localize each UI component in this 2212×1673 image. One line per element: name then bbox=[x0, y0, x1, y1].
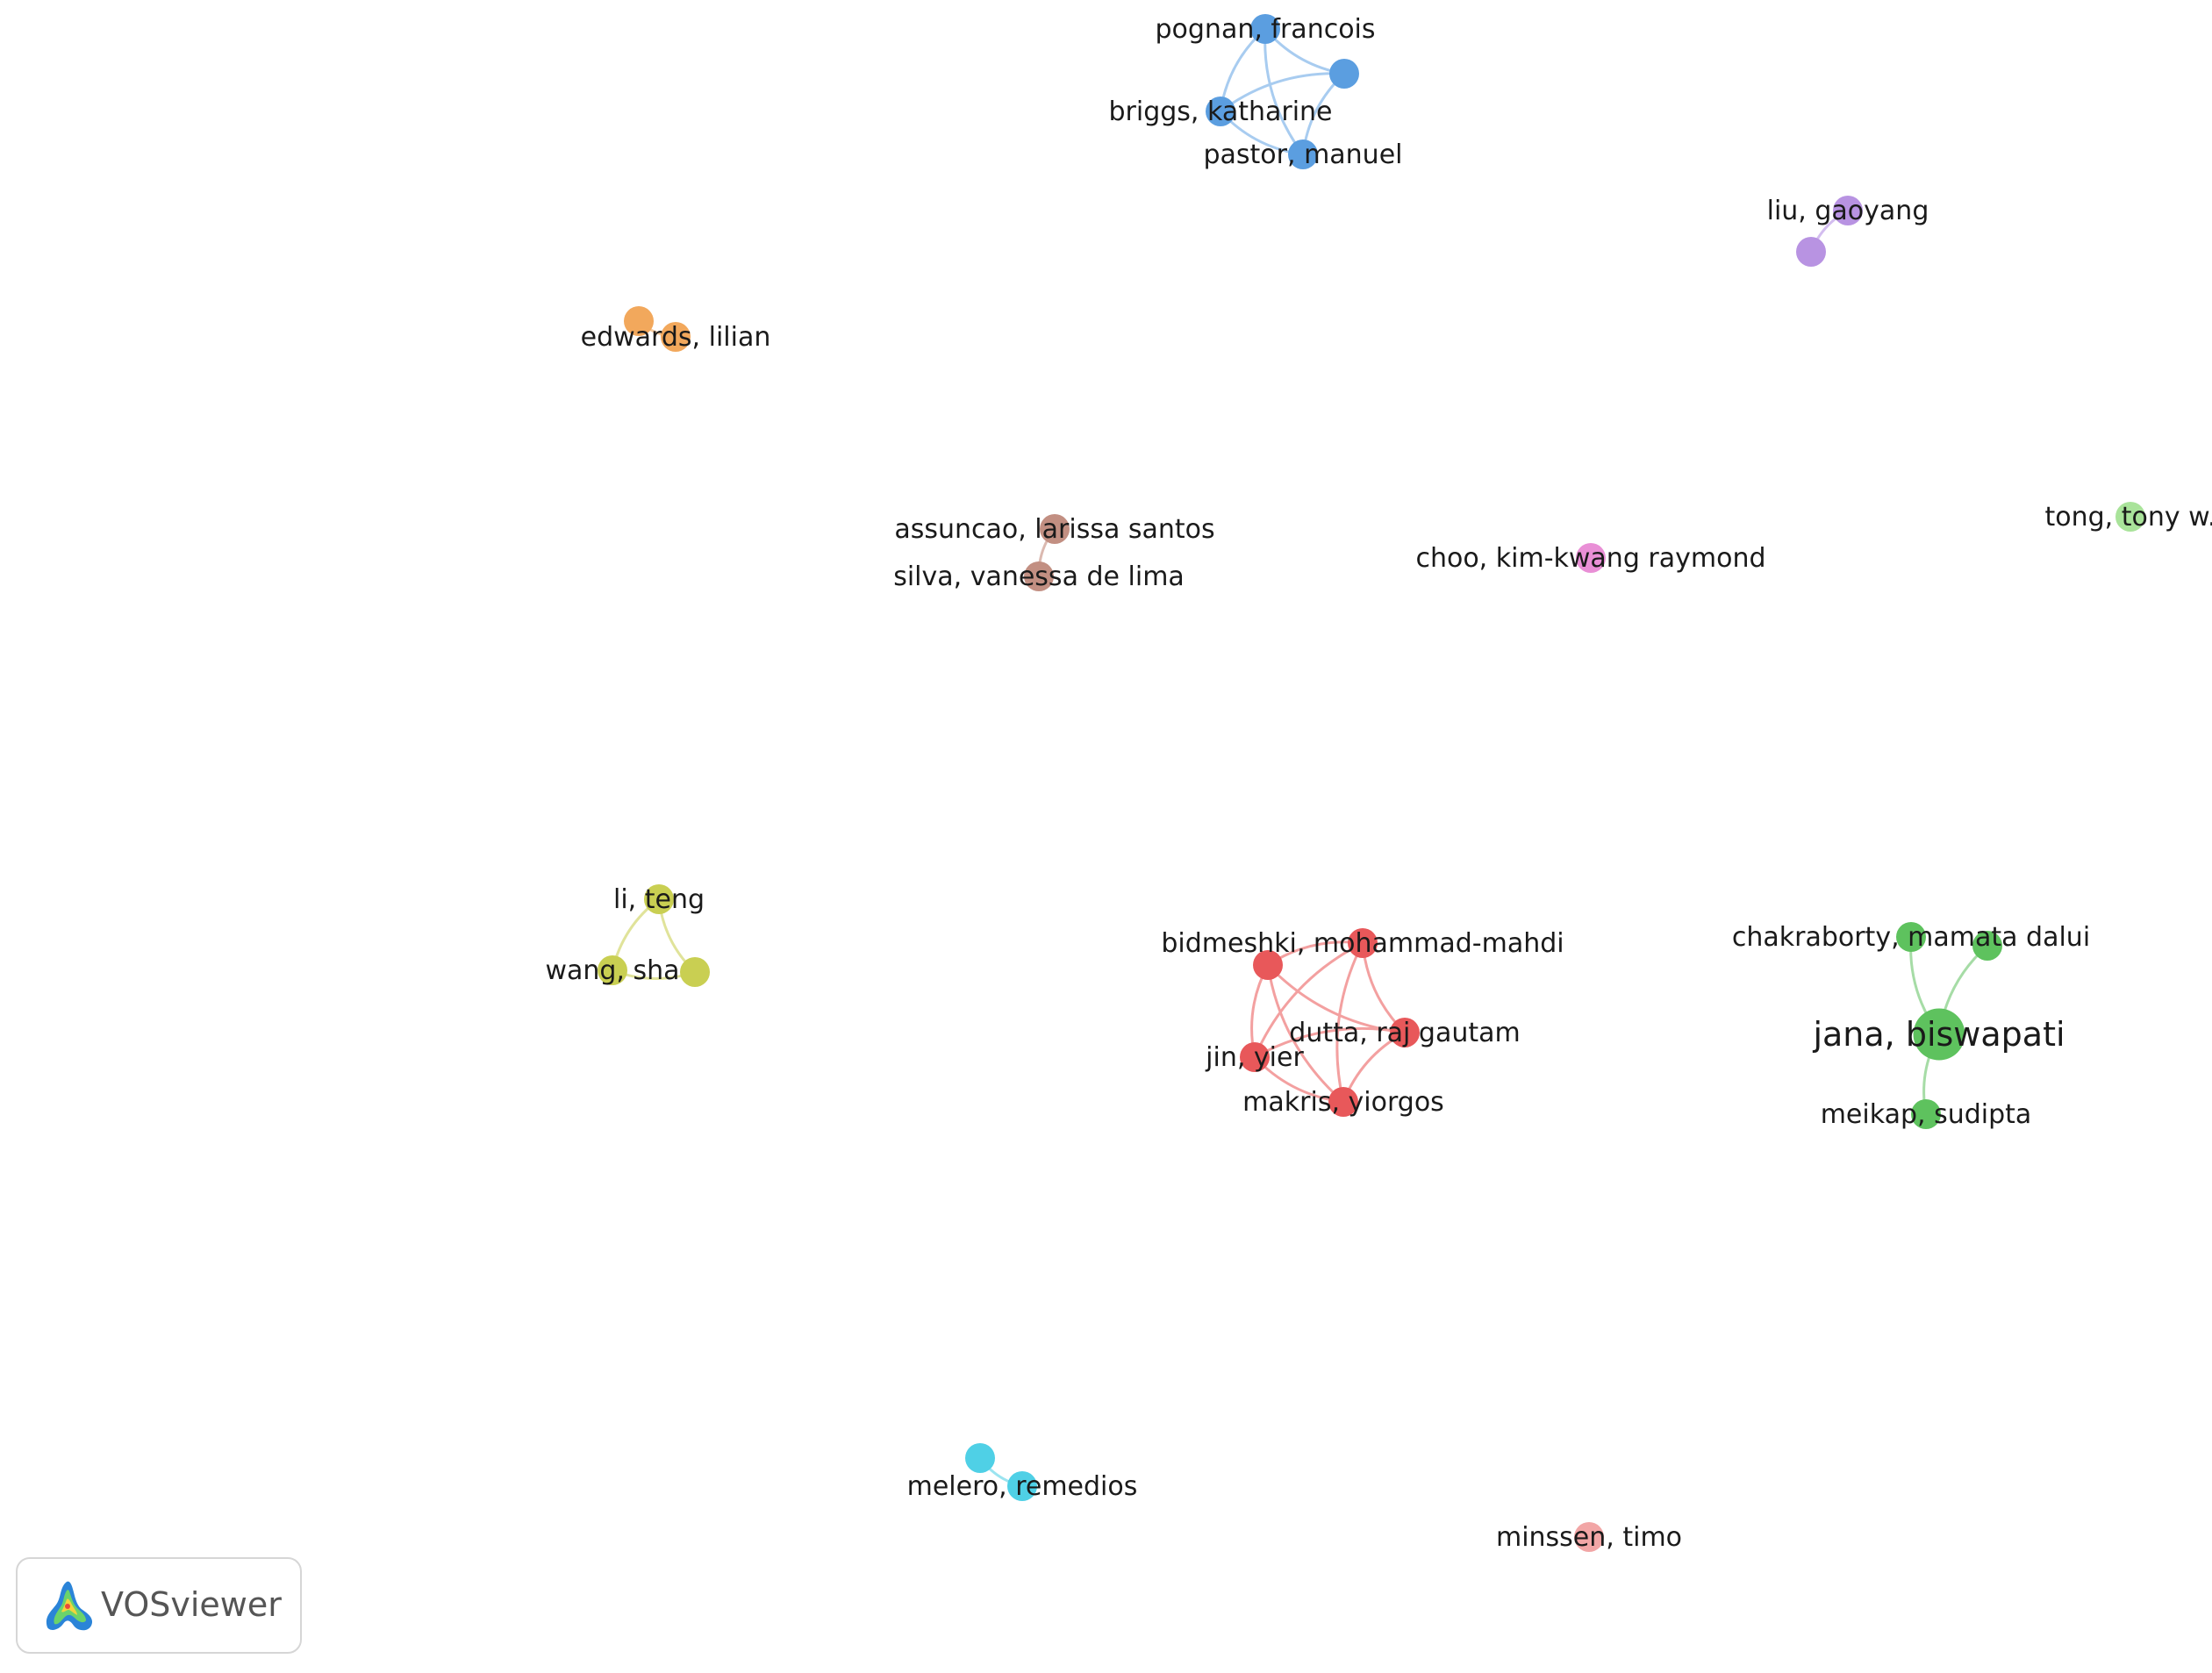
node-pastor[interactable] bbox=[1288, 139, 1318, 169]
edge-bidmeshki-makris bbox=[1335, 942, 1364, 1103]
node-green_unlabeled[interactable] bbox=[1972, 931, 2002, 961]
label-pastor: pastor, manuel bbox=[1203, 139, 1402, 170]
node-silva[interactable] bbox=[1024, 561, 1054, 591]
node-purple_unlabeled[interactable] bbox=[1796, 237, 1826, 267]
edge-dutta-jin bbox=[1254, 1026, 1406, 1059]
node-dutta[interactable] bbox=[1390, 1018, 1420, 1047]
node-minssen[interactable] bbox=[1574, 1522, 1604, 1552]
node-pognan[interactable] bbox=[1250, 14, 1280, 44]
labels-layer: pognan, francois briggs, katharine pastor,… bbox=[545, 14, 2212, 1553]
edge-blue_unlabeled-briggs bbox=[1220, 72, 1345, 113]
label-liu: liu, gaoyang bbox=[1767, 196, 1929, 226]
label-chakraborty: chakraborty, mamata dalui bbox=[1732, 922, 2090, 953]
node-liu[interactable] bbox=[1833, 196, 1863, 225]
node-jana[interactable] bbox=[1913, 1008, 1965, 1061]
label-minssen: minssen, timo bbox=[1496, 1522, 1682, 1553]
node-tong[interactable] bbox=[2115, 502, 2145, 532]
label-briggs: briggs, katharine bbox=[1108, 97, 1332, 127]
vosviewer-logo-icon bbox=[46, 1581, 93, 1631]
label-dutta: dutta, raj gautam bbox=[1289, 1018, 1520, 1048]
node-yellow_unlabeled[interactable] bbox=[680, 957, 710, 987]
edges-layer bbox=[611, 27, 1988, 1488]
node-makris[interactable] bbox=[1328, 1087, 1358, 1117]
logo-text: VOSviewer bbox=[101, 1585, 282, 1624]
label-assuncao: assuncao, larissa santos bbox=[894, 514, 1214, 545]
label-melero: melero, remedios bbox=[907, 1471, 1138, 1502]
nodes-layer bbox=[598, 14, 2145, 1552]
node-melero[interactable] bbox=[1007, 1471, 1037, 1501]
label-pognan: pognan, francois bbox=[1155, 14, 1375, 45]
label-choo: choo, kim-kwang raymond bbox=[1415, 543, 1765, 574]
label-edwards: edwards, lilian bbox=[581, 322, 771, 353]
edge-pognan-pastor bbox=[1263, 28, 1305, 155]
vosviewer-logo: VOSviewer bbox=[16, 1557, 302, 1654]
node-cyan_unlabeled[interactable] bbox=[965, 1443, 995, 1473]
node-edwards[interactable] bbox=[661, 322, 691, 352]
label-jana: jana, biswapati bbox=[1812, 1015, 2065, 1054]
label-bidmeshki: bidmeshki, mohammad-mahdi bbox=[1161, 928, 1564, 959]
label-jin: jin, yier bbox=[1205, 1042, 1304, 1073]
node-briggs[interactable] bbox=[1206, 97, 1235, 126]
label-meikap: meikap, sudipta bbox=[1821, 1099, 2032, 1130]
node-jin[interactable] bbox=[1240, 1042, 1270, 1072]
label-li: li, teng bbox=[613, 884, 705, 915]
node-chakraborty[interactable] bbox=[1896, 922, 1926, 952]
label-silva: silva, vanessa de lima bbox=[893, 561, 1185, 592]
node-blue_unlabeled[interactable] bbox=[1329, 59, 1359, 89]
node-red_unlabeled[interactable] bbox=[1253, 950, 1283, 980]
node-choo[interactable] bbox=[1576, 543, 1606, 573]
node-assuncao[interactable] bbox=[1040, 514, 1070, 544]
node-wang[interactable] bbox=[598, 955, 627, 985]
node-bidmeshki[interactable] bbox=[1348, 928, 1378, 958]
node-li[interactable] bbox=[644, 884, 674, 914]
label-wang: wang, sha bbox=[545, 955, 679, 986]
label-tong: tong, tony w. bbox=[2045, 502, 2212, 533]
node-orange_unlabeled[interactable] bbox=[624, 306, 654, 336]
node-meikap[interactable] bbox=[1911, 1099, 1941, 1129]
label-makris: makris, yiorgos bbox=[1242, 1087, 1444, 1118]
